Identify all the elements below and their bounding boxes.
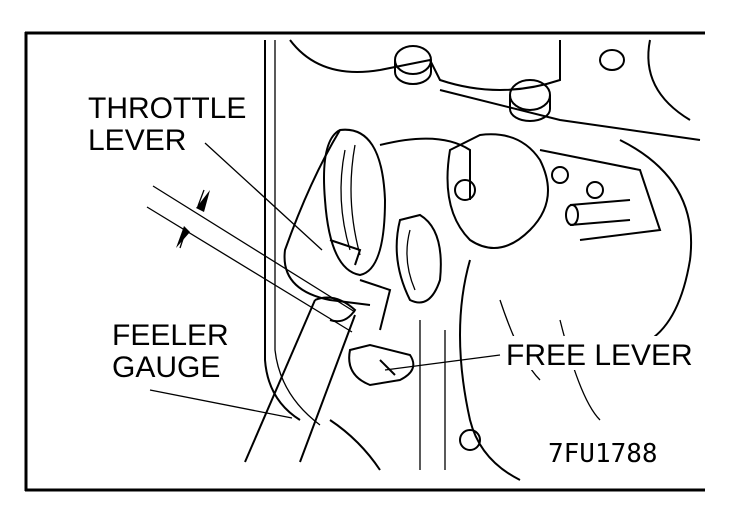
feeler-gauge-leader — [149, 389, 293, 419]
carburetor-body-drawing — [146, 39, 701, 481]
throttle-lever-label-line1: THROTTLE — [88, 92, 246, 125]
feeler-gauge-label-line1: FEELER — [112, 319, 229, 352]
throttle-lever-label-line2: LEVER — [88, 124, 186, 157]
feeler-gauge-label-line2: GAUGE — [112, 351, 220, 384]
throttle-lever-leader — [204, 142, 323, 251]
free-lever-leader — [384, 354, 501, 371]
figure-code: 7FU1788 — [548, 439, 658, 469]
free-lever-label: FREE LEVER — [506, 339, 693, 372]
figure-frame — [24, 31, 705, 492]
